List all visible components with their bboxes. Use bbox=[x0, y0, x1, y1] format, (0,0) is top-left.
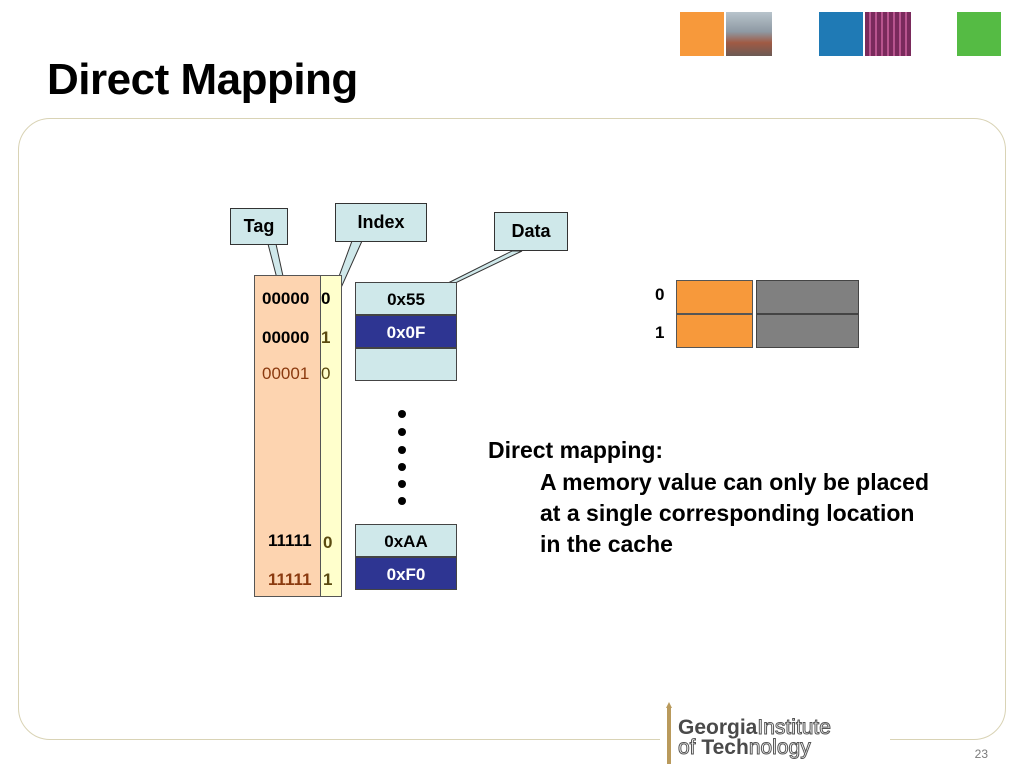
callout-index: Index bbox=[335, 203, 427, 242]
ellipsis-dot bbox=[398, 463, 406, 471]
cache-row-0-label: 0 bbox=[655, 285, 665, 304]
cache-data-cell-0 bbox=[756, 280, 859, 314]
memory-row-4-index: 1 bbox=[323, 570, 333, 589]
logo-nology: nology bbox=[748, 736, 811, 760]
memory-data-cell-1: 0x0F bbox=[355, 315, 457, 348]
header-photo-circuit bbox=[865, 12, 911, 56]
memory-data-cell-3: 0xAA bbox=[355, 524, 457, 557]
logo-of: of bbox=[677, 736, 702, 760]
description-heading: Direct mapping: bbox=[488, 437, 664, 463]
header-square-orange bbox=[680, 12, 724, 56]
memory-row-0-index: 0 bbox=[321, 289, 331, 308]
georgia-tech-logo: GeorgiaInstitute of Technology bbox=[660, 700, 890, 768]
ellipsis-dot bbox=[398, 480, 406, 488]
ellipsis-dot bbox=[398, 497, 406, 505]
callout-data-label: Data bbox=[511, 221, 551, 241]
memory-row-1-tag: 00000 bbox=[262, 328, 310, 347]
header-square-green bbox=[957, 12, 1001, 56]
memory-data-cell-0: 0x55 bbox=[355, 282, 457, 315]
memory-row-3-tag: 11111 bbox=[268, 531, 312, 550]
slide-title: Direct Mapping bbox=[47, 55, 358, 104]
logo-institute: Institute bbox=[757, 716, 832, 740]
cache-row-1-label: 1 bbox=[655, 323, 665, 342]
header-photo-campus bbox=[726, 12, 772, 56]
logo-georgia: Georgia bbox=[678, 716, 758, 739]
memory-index-column bbox=[320, 275, 342, 597]
callout-tag-label: Tag bbox=[243, 216, 275, 236]
page-number: 23 bbox=[974, 747, 988, 761]
description-line-2: at a single corresponding location bbox=[540, 500, 915, 526]
logo-line-1: GeorgiaInstitute bbox=[678, 716, 831, 740]
ellipsis-dot bbox=[398, 428, 406, 436]
memory-row-4-tag: 11111 bbox=[268, 570, 312, 589]
cache-data-cell-1 bbox=[756, 314, 859, 348]
cache-tag-cell-1 bbox=[676, 314, 753, 348]
memory-row-0-tag: 00000 bbox=[262, 289, 310, 308]
header-square-teal bbox=[819, 12, 863, 56]
tower-icon bbox=[666, 702, 672, 764]
memory-data-cell-2 bbox=[355, 348, 457, 381]
callout-index-label: Index bbox=[357, 212, 405, 232]
memory-data-cell-4: 0xF0 bbox=[355, 557, 457, 590]
content-frame bbox=[18, 118, 1006, 740]
memory-row-1-index: 1 bbox=[321, 328, 331, 347]
memory-row-2-tag: 00001 bbox=[262, 364, 310, 383]
ellipsis-dot bbox=[398, 446, 406, 454]
description-line-1: A memory value can only be placed bbox=[540, 469, 930, 495]
cache-tag-cell-0 bbox=[676, 280, 753, 314]
callout-data: Data bbox=[494, 212, 568, 251]
ellipsis-dot bbox=[398, 410, 406, 418]
memory-row-3-index: 0 bbox=[323, 533, 333, 552]
logo-line-2: of Technology bbox=[677, 736, 811, 760]
memory-row-2-index: 0 bbox=[321, 364, 331, 383]
logo-tech: Tech bbox=[701, 736, 749, 759]
description-line-3: in the cache bbox=[540, 531, 673, 557]
callout-tag: Tag bbox=[230, 208, 288, 245]
